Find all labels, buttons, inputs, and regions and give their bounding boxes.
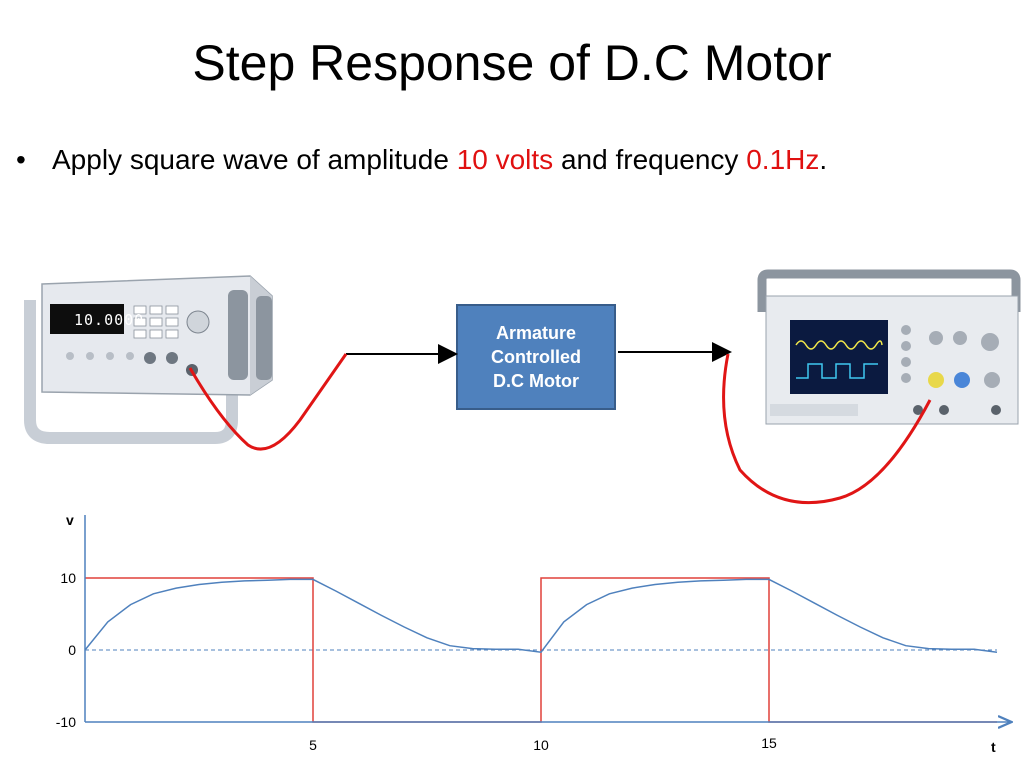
x-axis-label: t [991, 739, 996, 755]
x-tick-label: 5 [309, 737, 317, 753]
generator-cable [188, 353, 348, 451]
y-tick-label: 10 [60, 570, 76, 586]
motor-response-curve [84, 578, 998, 653]
bullet-text-suffix: . [819, 144, 828, 175]
x-tick-label: 10 [533, 737, 549, 753]
bullet-dot: • [16, 144, 26, 175]
bullet-text-prefix: Apply square wave of amplitude [52, 144, 457, 175]
bullet-text-middle: and frequency [553, 144, 747, 175]
slide-title: Step Response of D.C Motor [192, 35, 832, 91]
y-tick-label: 0 [68, 642, 76, 658]
motor-label-line1: Armature [495, 322, 577, 343]
motor-label-line3: D.C Motor [493, 371, 579, 392]
x-tick-label: 15 [761, 735, 777, 751]
frequency-value: 0.1Hz [746, 144, 820, 175]
bullet-item: • Apply square wave of amplitude 10 volts… [16, 144, 827, 176]
scope-cable [722, 353, 932, 505]
motor-block: Armature Controlled D.C Motor [456, 304, 616, 410]
amplitude-value: 10 volts [456, 144, 554, 175]
y-tick-label: -10 [56, 714, 76, 730]
motor-label-line2: Controlled [491, 346, 581, 367]
generator-display: 10.0000 [74, 311, 145, 329]
input-square-wave [85, 577, 997, 723]
y-axis-label: v [66, 512, 74, 528]
